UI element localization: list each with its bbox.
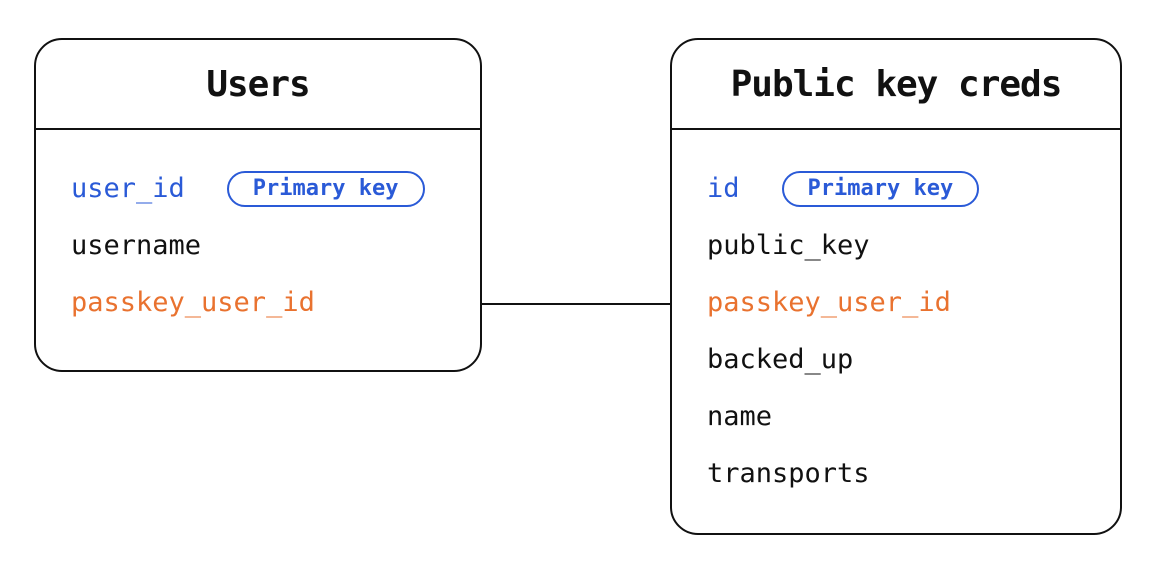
field-row: passkey_user_id [672,274,1120,331]
table-node-users[interactable]: Users user_id Primary key username passk… [34,38,482,372]
relation-line [482,303,670,305]
field-name-relation: passkey_user_id [707,287,951,318]
field-row: name [672,388,1120,445]
field-row: passkey_user_id [36,274,480,331]
field-row: id Primary key [672,160,1120,217]
field-name-relation: passkey_user_id [71,287,315,318]
primary-key-badge: Primary key [781,170,980,207]
field-name: username [71,230,202,261]
field-row: transports [672,445,1120,502]
field-row: username [36,217,480,274]
table-fields: id Primary key public_key passkey_user_i… [672,130,1120,502]
field-name: name [707,401,773,432]
table-title: Public key creds [672,40,1120,130]
field-name: public_key [707,230,870,261]
field-name: backed_up [707,344,854,375]
primary-key-badge: Primary key [226,170,425,207]
table-fields: user_id Primary key username passkey_use… [36,130,480,331]
field-row: user_id Primary key [36,160,480,217]
field-name-primary-key: user_id [71,173,185,204]
table-node-public-key-creds[interactable]: Public key creds id Primary key public_k… [670,38,1122,535]
field-row: backed_up [672,331,1120,388]
field-name: transports [707,458,870,489]
table-title: Users [36,40,480,130]
field-name-primary-key: id [707,173,740,204]
field-row: public_key [672,217,1120,274]
